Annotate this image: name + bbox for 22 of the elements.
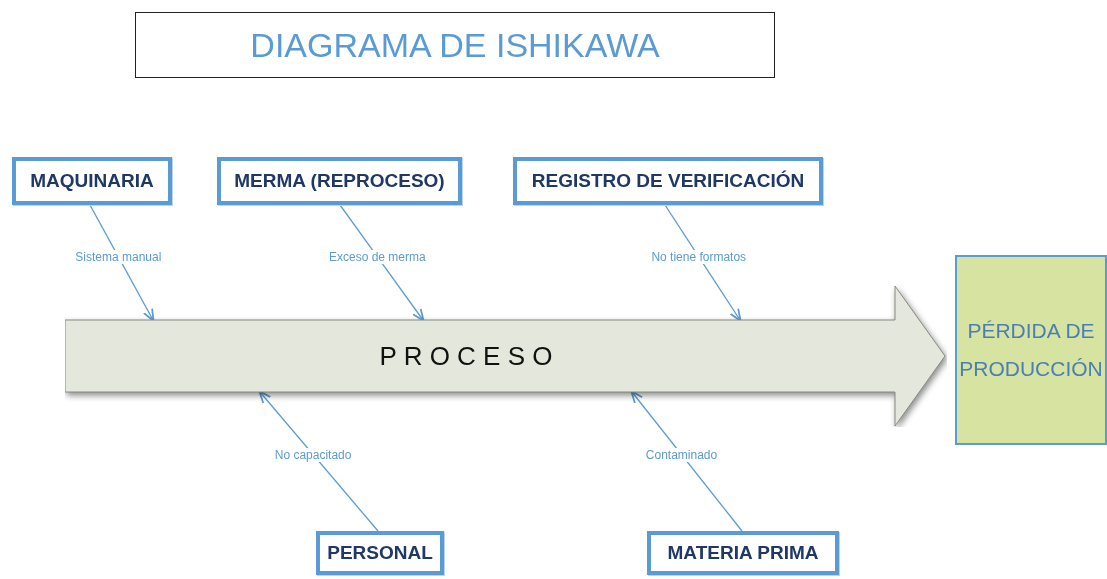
cause-label: MERMA (REPROCESO) xyxy=(234,170,445,192)
process-label: P R O C E S O xyxy=(379,340,553,372)
edge-label: Sistema manual xyxy=(73,249,164,264)
arrow xyxy=(664,204,742,322)
cause-label: PERSONAL xyxy=(327,542,433,564)
cause-box xyxy=(513,157,823,205)
cause-box xyxy=(12,157,172,205)
cause-box xyxy=(316,531,444,575)
edge-label: No capacitado xyxy=(272,447,354,462)
effect-label: PÉRDIDA DE PRODUCCIÓN xyxy=(958,318,1104,382)
cause-label: MAQUINARIA xyxy=(30,170,154,192)
edge-label: No tiene formatos xyxy=(649,249,749,264)
diagram-title: DIAGRAMA DE ISHIKAWA xyxy=(250,25,660,65)
edge-label: Contaminado xyxy=(643,447,720,462)
edge-label: Exceso de merma xyxy=(327,249,428,264)
arrow xyxy=(89,204,155,322)
arrow xyxy=(339,204,425,322)
cause-label: REGISTRO DE VERIFICACIÓN xyxy=(531,170,805,192)
cause-box xyxy=(647,531,839,575)
cause-box xyxy=(217,157,462,205)
cause-label: MATERIA PRIMA xyxy=(667,542,819,564)
effect-box xyxy=(955,255,1107,445)
